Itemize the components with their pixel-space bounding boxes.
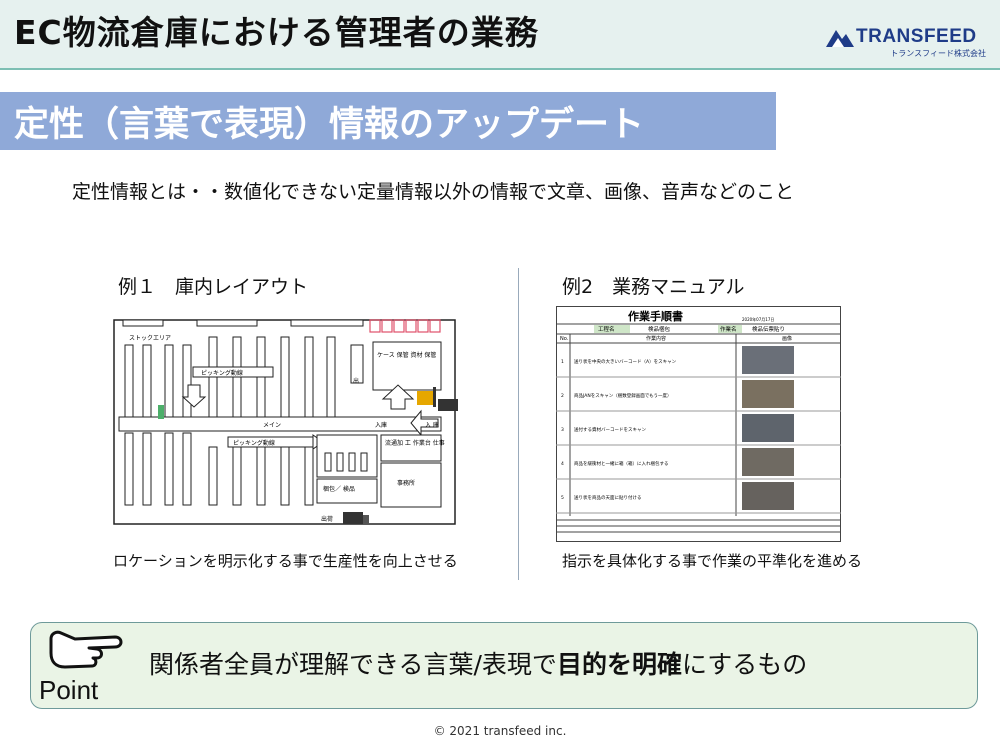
definition-text: 定性情報とは・・数値化できない定量情報以外の情報で文章、画像、音声などのこと [72, 181, 795, 203]
svg-text:1: 1 [561, 359, 564, 365]
step-1: 送り状を中央の大きいバーコード（A）をスキャン [574, 358, 677, 365]
col-content: 作業内容 [646, 335, 666, 342]
example2-label: 例2 業務マニュアル [562, 276, 745, 298]
column-divider [518, 268, 519, 580]
step-3: 送付する資材バーコードをスキャン [574, 426, 646, 433]
svg-text:4: 4 [561, 461, 564, 467]
task-label: 作業名 [720, 325, 737, 333]
point-callout: Point 関係者全員が理解できる言葉/表現で目的を明確にするもの [30, 622, 978, 709]
example1-caption: ロケーションを明示化する事で生産性を向上させる [113, 552, 458, 570]
example2-caption: 指示を具体化する事で作業の平準化を進める [562, 552, 863, 570]
point-text-after: にするもの [681, 650, 808, 679]
svg-text:5: 5 [561, 495, 564, 501]
picking-route-2-label: ピッキング動線 [233, 439, 275, 447]
slide-title: EC物流倉庫における管理者の業務 [14, 13, 539, 52]
out-label: 出 [353, 377, 359, 385]
task-value: 検品伝票貼り [752, 325, 785, 333]
in-label: 入 庫 [425, 421, 439, 429]
svg-text:3: 3 [561, 427, 564, 433]
col-image: 画像 [782, 335, 792, 342]
copyright-footer: © 2021 transfeed inc. [433, 724, 567, 738]
point-text-before: 関係者全員が理解できる言葉/表現で [149, 650, 557, 679]
point-label: Point [39, 675, 99, 705]
step-4: 商品を緩衝材と一緒に箱（箱）に入れ梱包する [574, 460, 669, 467]
point-text: 関係者全員が理解できる言葉/表現で目的を明確にするもの [149, 645, 807, 681]
picking-route-1-label: ピッキング動線 [201, 369, 243, 377]
main-aisle-label: メイン [263, 422, 281, 429]
entry-label: 入庫 [375, 421, 387, 429]
step-2: 商品JANをスキャン（梱数登録画面でもう一度） [574, 392, 672, 399]
process-label: 工程名 [598, 325, 615, 333]
point-text-emphasis: 目的を明確 [556, 650, 682, 679]
doc-date: 2020年07月17日 [742, 316, 774, 322]
logo-subtitle: トランスフィード株式会社 [890, 49, 986, 58]
stock-area-label: ストックエリア [129, 335, 171, 342]
section-title-bar: 定性（言葉で表現）情報のアップデート [0, 92, 776, 150]
distribution-label: 流通加 工 作業台 仕事 [385, 439, 445, 447]
shipping-label: 出荷 [321, 515, 333, 523]
doc-title: 作業手順書 [628, 309, 683, 323]
work-manual-document: 作業手順書 工程名 検品梱包 作業名 検品伝票貼り 2020年07月17日 No… [556, 306, 841, 542]
section-title: 定性（言葉で表現）情報のアップデート [14, 105, 645, 145]
example1-label: 例１ 庫内レイアウト [118, 276, 309, 298]
pointing-hand-icon [49, 630, 123, 669]
col-no: No. [560, 336, 569, 342]
svg-text:2: 2 [561, 393, 564, 399]
header: EC物流倉庫における管理者の業務 TRANSFEED トランスフィード株式会社 [0, 0, 1000, 70]
process-value: 検品梱包 [648, 325, 671, 333]
mountain-logo-icon [826, 30, 854, 47]
manual-steps: 1 送り状を中央の大きいバーコード（A）をスキャン 2 商品JANをスキャン（梱… [556, 346, 841, 514]
office-label: 事務所 [397, 479, 415, 487]
warehouse-layout-diagram: ストックエリア ピッキング動線 メイン 入庫 ピッキング動線 ケース 保管 資材… [113, 319, 458, 525]
step-5: 送り状を商品の天面に貼り付ける [574, 494, 642, 501]
case-storage-label: ケース 保管 資材 保管 [377, 351, 436, 359]
transfeed-logo: TRANSFEED トランスフィード株式会社 [826, 26, 986, 62]
logo-brand: TRANSFEED [856, 26, 977, 47]
inspection-label: 梱包／ 検品 [323, 485, 355, 493]
